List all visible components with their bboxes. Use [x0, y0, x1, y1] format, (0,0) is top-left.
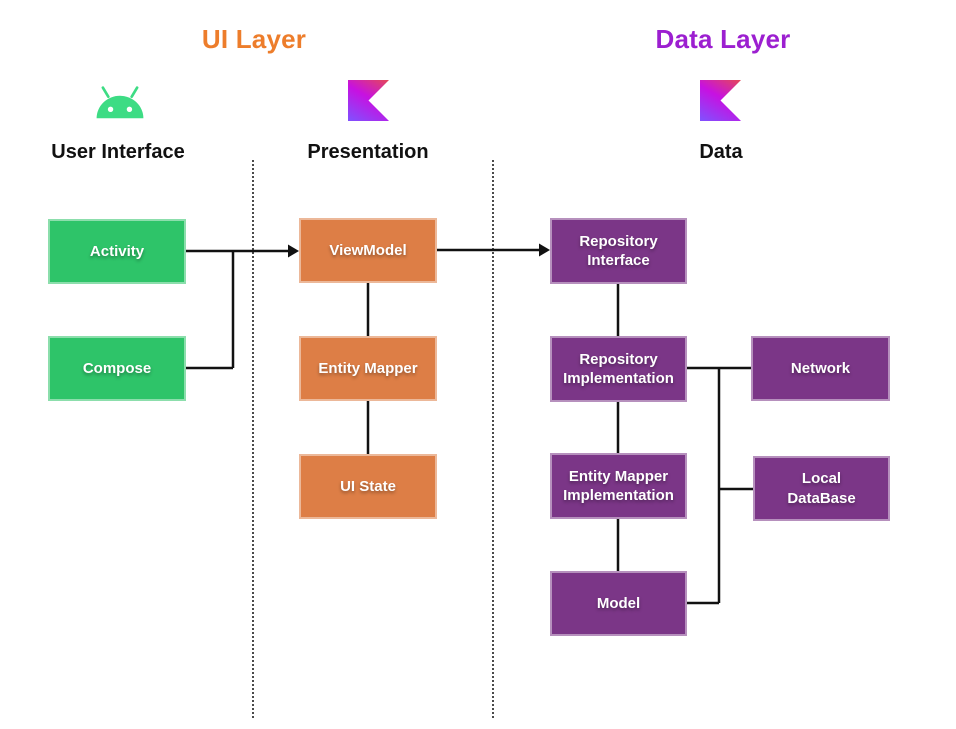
node-viewmodel: ViewModel: [299, 218, 437, 283]
node-compose: Compose: [48, 336, 186, 401]
column-separator-left: [252, 160, 254, 718]
android-robot-head: [96, 86, 144, 119]
node-entity-mapper-implementation: Entity Mapper Implementation: [550, 453, 687, 519]
node-label: Repository Interface: [579, 232, 658, 270]
node-label: UI State: [340, 477, 396, 495]
node-activity: Activity: [48, 219, 186, 284]
ui-layer-title: UI Layer: [201, 24, 307, 54]
node-local-database: Local DataBase: [753, 456, 890, 521]
column-label-presentation: Presentation: [307, 141, 429, 163]
node-label: Entity Mapper Implementation: [563, 467, 674, 505]
node-repository-implementation: Repository Implementation: [550, 336, 687, 402]
node-ui-state: UI State: [299, 454, 437, 519]
node-model: Model: [550, 571, 687, 636]
arrowhead-repository-interface: [539, 243, 550, 257]
column-separator-right: [492, 160, 494, 718]
column-label-data: Data: [699, 141, 743, 163]
data-layer-title: Data Layer: [655, 24, 791, 54]
node-label: Repository Implementation: [563, 350, 674, 388]
arrowhead-viewmodel: [288, 244, 299, 258]
node-network: Network: [751, 336, 890, 401]
node-label: Network: [790, 359, 851, 377]
node-entity-mapper: Entity Mapper: [299, 336, 437, 401]
node-label: Model: [596, 594, 641, 612]
node-label: ViewModel: [329, 241, 407, 259]
node-repository-interface: Repository Interface: [550, 218, 687, 284]
android-icon: [93, 84, 147, 122]
node-label: Entity Mapper: [318, 359, 418, 377]
node-label: Local DataBase: [787, 470, 856, 507]
node-label: Compose: [82, 359, 152, 377]
node-label: Activity: [89, 242, 145, 260]
column-label-user-interface: User Interface: [51, 141, 185, 163]
